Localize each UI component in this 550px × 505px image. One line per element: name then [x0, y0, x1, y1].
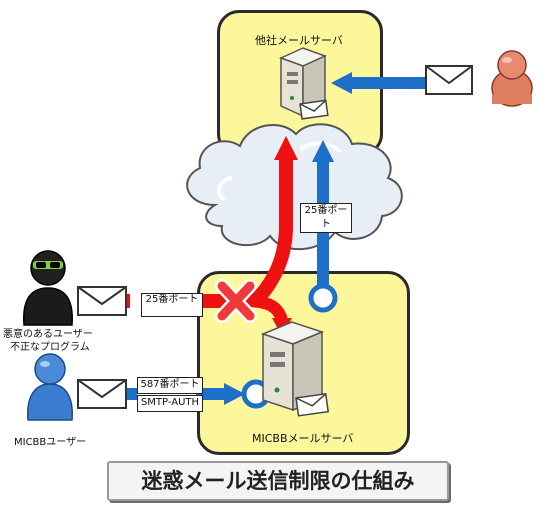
diagram-caption: 迷惑メール送信制限の仕組み: [107, 461, 449, 501]
malicious-user-label-2: 不正なプログラム: [10, 342, 90, 353]
smtp-auth-tag: SMTP-AUTH: [137, 395, 203, 412]
external-server-label: 他社メールサーバ: [255, 34, 343, 47]
server-icon-bottom: [260, 321, 330, 417]
blocked-x-icon: [215, 279, 257, 323]
malicious-user-icon: [23, 250, 73, 326]
micbb-user-label: MICBBユーザー: [14, 437, 87, 448]
envelope-icon-spam: [77, 286, 127, 316]
incoming-arrow: [331, 72, 428, 94]
micbb-server-label: MICBBメールサーバ: [252, 432, 354, 445]
envelope-icon-incoming: [425, 65, 473, 95]
external-user-icon: [491, 50, 533, 107]
micbb-user-icon: [27, 353, 73, 421]
malicious-user-label-1: 悪意のあるユーザー: [3, 329, 93, 340]
server-icon-top: [279, 47, 329, 120]
user-port-tag: 587番ポート: [137, 377, 203, 394]
cloud-port-tag: 25番ポート: [300, 203, 352, 233]
envelope-icon-user: [77, 379, 127, 409]
internet-cloud-icon: [186, 123, 403, 250]
spam-port-tag: 25番ポート: [141, 293, 203, 317]
user-submit-arrow: [126, 379, 271, 409]
